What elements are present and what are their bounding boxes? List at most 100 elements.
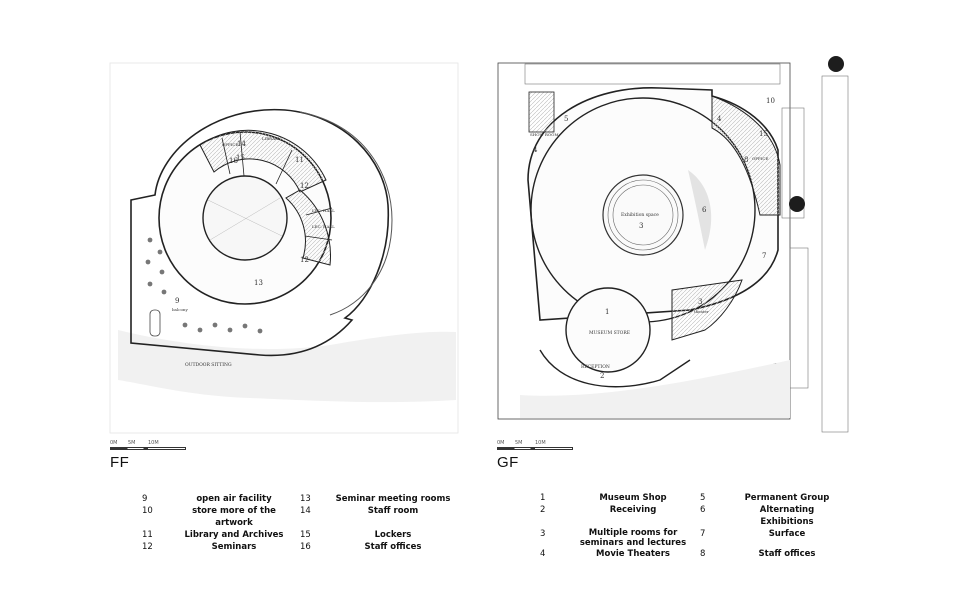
gf-reception-arc (539, 349, 691, 388)
ff-rooms-band (199, 129, 327, 193)
legend-number: 5 (700, 493, 706, 503)
ff-balcony-label: balcony (172, 307, 188, 312)
legend-number: 11 (142, 530, 153, 540)
first-floor-plan: OFFICE LIBRARY LEC. HALL LEC. HALL balco… (109, 62, 459, 434)
legend-text: Seminar meeting rooms (335, 494, 451, 504)
legend-text: Library and Archives (184, 530, 284, 540)
gf-reception-label: RECEPTION (581, 364, 610, 370)
gf-parking-right (821, 75, 849, 433)
legend-text: Museum Shop (599, 493, 667, 503)
legend-number: 7 (700, 529, 706, 539)
ff-room-number: 16 (229, 157, 238, 165)
gf-trees (769, 56, 844, 379)
legend-text: Staff room (367, 506, 419, 516)
ff-lec-hall-label-2: LEC. HALL (312, 224, 335, 229)
gf-scale-bar: 0M 5M 10M (497, 440, 577, 454)
gf-sheet-label: GF (497, 454, 519, 471)
gf-parking-mid (789, 247, 809, 389)
gf-theater (671, 279, 743, 341)
legend-text: Movie Theaters (596, 549, 670, 559)
gf-room-number: 1 (605, 308, 609, 316)
ff-outer-spiral-wall (130, 108, 390, 357)
gf-parking-top (524, 63, 781, 85)
gf-room-number: 2 (600, 372, 604, 380)
legend-text: Seminars (211, 542, 257, 552)
gf-room-number: 10 (766, 97, 775, 105)
legend-text: Lockers (374, 530, 412, 540)
gf-alternating-exhibition (688, 170, 712, 250)
gf-room-number: 8 (744, 156, 748, 164)
scale-tick: 5M (128, 440, 136, 446)
gf-office-label: OFFICE (752, 156, 768, 161)
ff-room-number: 12 (300, 182, 309, 190)
legend-text: open air facility (196, 494, 272, 504)
scale-tick: 10M (148, 440, 159, 446)
scale-tick: 5M (515, 440, 523, 446)
ff-room-number: 9 (175, 297, 179, 305)
ff-room-number: 15 (236, 154, 245, 162)
gf-entrance-terrain (520, 360, 790, 418)
scale-tick: 0M (497, 440, 505, 446)
legend-text: Surface (768, 529, 806, 539)
legend-text: Staff offices (364, 542, 422, 552)
gf-room-number: 7 (762, 252, 766, 260)
legend-number: 4 (540, 549, 546, 559)
legend-text: Multiple rooms for seminars and lectures (579, 528, 687, 548)
legend-number: 13 (300, 494, 311, 504)
gf-legend: 1 Museum Shop 5 Permanent Group 2 Receiv… (540, 492, 842, 560)
ff-lec-hall-label-1: LEC. HALL (312, 208, 335, 213)
ff-sheet-label: FF (110, 454, 130, 471)
ff-scale-bar: 0M 5M 10M (110, 440, 190, 454)
ff-balcony-seating (145, 237, 263, 334)
gf-room-number: 3 (698, 298, 702, 306)
ff-site-boundary (109, 62, 459, 434)
legend-number: 16 (300, 542, 311, 552)
legend-number: 14 (300, 506, 311, 516)
legend-number: 3 (540, 529, 546, 539)
ff-room-number: 14 (237, 140, 246, 148)
ff-balcony-table (149, 309, 161, 337)
legend-number: 9 (142, 494, 148, 504)
ff-room-number: 12 (300, 256, 309, 264)
scale-tick: 0M (110, 440, 118, 446)
gf-exhibition-space (602, 174, 684, 256)
legend-number: 6 (700, 505, 706, 515)
legend-number: 12 (142, 542, 153, 552)
legend-text: Receiving (609, 505, 657, 515)
ff-legend: 9 open air facility 13 Seminar meeting r… (142, 493, 454, 553)
legend-text: Permanent Group (744, 493, 830, 503)
scale-tick: 10M (535, 440, 546, 446)
gf-staff-office-block (711, 95, 781, 216)
ff-outdoor-sitting-label: OUTDOOR SITTING (185, 362, 232, 368)
ff-lecture-halls (285, 189, 331, 266)
gf-room-number: 6 (702, 206, 707, 214)
legend-text: store more of the artwork (192, 506, 276, 528)
gf-room-number: 4 (717, 115, 722, 123)
gf-room-number: 15 (759, 130, 768, 138)
ff-room-number: 11 (295, 156, 304, 164)
legend-text: Staff offices (758, 549, 816, 559)
gf-room-number: 3 (639, 222, 643, 230)
ground-floor-plan: SHOW ROOM Exhibition space MUSEUM STORE … (497, 56, 849, 433)
gf-show-room (528, 91, 555, 133)
legend-number: 15 (300, 530, 311, 540)
gf-site-boundary (497, 62, 791, 420)
gf-room-number: 4 (533, 146, 538, 154)
legend-number: 2 (540, 505, 546, 515)
ff-office-label: OFFICE (222, 142, 238, 147)
gf-theater-label: theater (694, 309, 709, 314)
gf-parking-upper (781, 107, 805, 219)
ff-library-label: LIBRARY (262, 136, 281, 141)
legend-text: Alternating Exhibitions (759, 505, 815, 527)
legend-number: 1 (540, 493, 546, 503)
gf-museum-store-label: MUSEUM STORE (589, 330, 630, 336)
ff-spiral-curve (299, 111, 393, 316)
gf-room-number: 5 (564, 115, 568, 123)
legend-number: 8 (700, 549, 706, 559)
gf-exhibition-space-label: Exhibition space (621, 212, 659, 218)
ff-room-number: 13 (254, 279, 263, 287)
legend-number: 10 (142, 506, 153, 516)
ff-outdoor-terrain (118, 330, 456, 403)
gf-museum-store (565, 287, 651, 373)
